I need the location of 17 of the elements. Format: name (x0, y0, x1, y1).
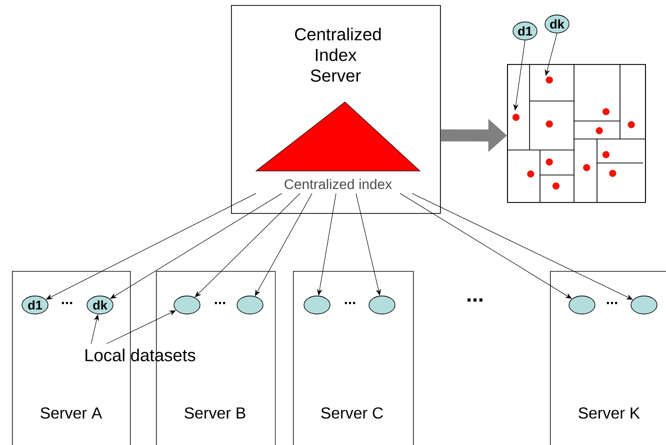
dataset-ellipse (236, 296, 264, 314)
ellipsis: ... (344, 302, 356, 304)
partition-map-drawing (506, 64, 646, 203)
dataset-ellipse (174, 296, 200, 314)
ellipsis: ... (62, 302, 72, 304)
dataset-ellipse (304, 296, 330, 314)
index-label: Centralized index (284, 178, 392, 190)
dataset-ellipse (630, 296, 658, 314)
leader-line (544, 33, 558, 76)
dataset-ellipse (568, 296, 596, 314)
dataset-ellipse (368, 296, 396, 314)
ellipsis: ... (214, 302, 226, 304)
arrow (194, 193, 300, 298)
ellipsis: ... (606, 302, 618, 304)
arrow (110, 193, 282, 299)
ellipsis: ... (468, 298, 482, 302)
arrow (400, 193, 572, 299)
